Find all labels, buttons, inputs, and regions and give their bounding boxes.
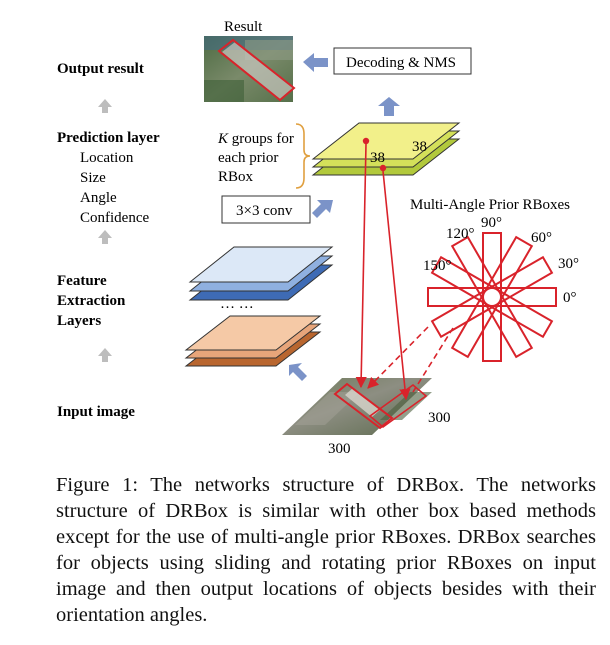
conv-box [221,195,311,224]
up-arrow-icon [378,97,400,116]
result-title: Result [224,19,263,35]
prior-rboxes-star [427,232,557,362]
label-angle: Angle [80,190,117,206]
conv-label: 3×3 conv [236,203,293,219]
label-extraction: Extraction [57,293,126,309]
input-rbox [333,382,394,430]
up-right-arrow-icon [312,200,333,218]
grid-dim-b: 38 [370,150,385,166]
prediction-layer-stack [311,122,461,176]
input-rbox-prior [368,383,428,429]
anchor-dot [362,137,370,145]
label-prediction-layer: Prediction layer [57,130,160,146]
k-groups-label: K groups for [217,131,294,147]
angle-label-30: 30° [558,256,579,272]
projection-line [382,170,411,401]
drbox-network-diagram: Output result Prediction layer Location … [57,19,579,457]
angle-label-120: 120° [446,226,475,242]
angle-label-60: 60° [531,230,552,246]
left-arrow-icon [303,53,328,72]
prior-rboxes-title: Multi-Angle Prior RBoxes [410,197,570,213]
figure-caption: Figure 1: The networks structure of DRBo… [56,474,596,626]
angle-label-90: 90° [481,215,502,231]
angle-label-0: 0° [563,290,577,306]
label-output-result: Output result [57,61,144,77]
input-dim-bottom: 300 [328,441,351,457]
input-layer-stack [184,315,322,367]
result-rbox [217,38,296,102]
prior-dashed-line [367,326,429,389]
k-groups-line3: RBox [218,169,254,185]
result-image [204,36,296,102]
label-size: Size [80,170,106,186]
decoding-nms-box [333,47,472,75]
up-arrow-icon [98,348,112,362]
input-dim-right: 300 [428,410,451,426]
projection-line [355,143,367,389]
label-layers: Layers [57,313,101,329]
k-groups-line2: each prior [218,150,278,166]
up-arrow-icon [98,230,112,244]
decoding-nms-label: Decoding & NMS [346,55,456,71]
up-arrow-icon [98,99,112,113]
grid-dim-a: 38 [412,139,427,155]
layer-ellipsis: … … [220,296,254,312]
input-image [282,378,432,435]
label-input-image: Input image [57,404,135,420]
feature-layer-stack [188,246,334,301]
up-left-arrow-icon [289,363,307,381]
anchor-dot [379,164,387,172]
label-confidence: Confidence [80,210,149,226]
label-location: Location [80,150,134,166]
prior-dashed-line [412,327,454,393]
angle-label-150: 150° [423,258,452,274]
label-feature: Feature [57,273,107,289]
brace [295,123,311,189]
